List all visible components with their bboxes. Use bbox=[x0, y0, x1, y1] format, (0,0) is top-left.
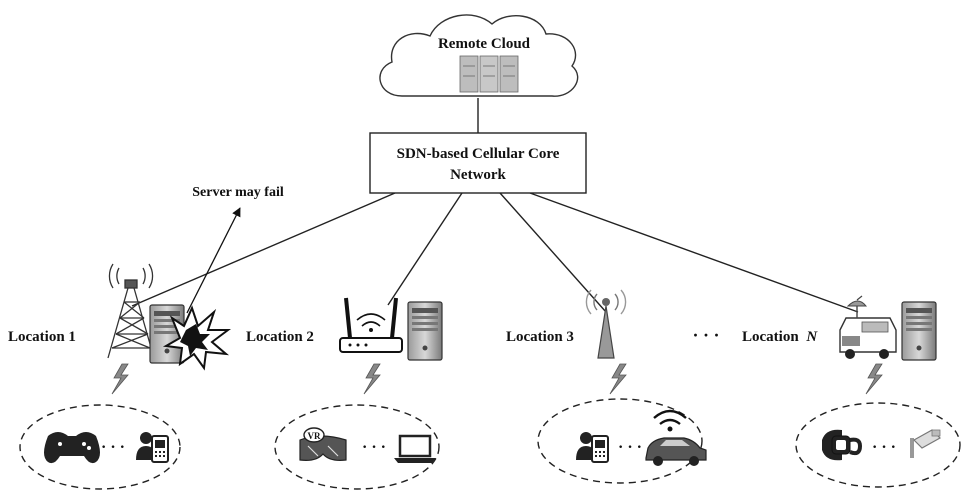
cloud-shape bbox=[379, 14, 579, 97]
location-n-label-text: Location bbox=[742, 329, 799, 345]
satellite-van-icon bbox=[839, 295, 897, 359]
server-failure-annotation: Server may fail bbox=[186, 185, 284, 314]
vr-headset-icon: VR bbox=[299, 427, 347, 461]
server-may-fail-label: Server may fail bbox=[192, 185, 284, 200]
network-links bbox=[131, 98, 859, 313]
edge-server-n-icon bbox=[901, 301, 937, 361]
location-2: Location 2 VR · · · bbox=[246, 297, 443, 490]
failure-burst-icon bbox=[162, 305, 231, 371]
more-locations-ellipsis: · · · bbox=[692, 325, 719, 345]
wireless-link-n-icon bbox=[865, 363, 883, 395]
core-to-location-3-link bbox=[499, 192, 607, 313]
wireless-link-1-icon bbox=[111, 363, 129, 395]
core-to-location-1-link bbox=[131, 192, 396, 307]
core-to-location-2-link bbox=[387, 192, 463, 306]
location-3: Location 3 · · · bbox=[506, 289, 707, 484]
device-ellipsis-2: · · · bbox=[362, 439, 386, 456]
wireless-link-3-icon bbox=[609, 363, 627, 395]
device-group-2 bbox=[274, 404, 440, 490]
location-n: Location N · · · bbox=[742, 295, 961, 488]
remote-cloud: Remote Cloud bbox=[379, 14, 579, 97]
cloud-server-rack-icon bbox=[459, 55, 519, 93]
device-ellipsis-n: · · · bbox=[872, 439, 896, 456]
vr-badge: VR bbox=[308, 431, 321, 441]
device-ellipsis-3: · · · bbox=[618, 439, 642, 456]
wifi-signal-icon bbox=[653, 409, 687, 432]
core-to-location-n-link bbox=[529, 192, 859, 313]
security-camera-icon bbox=[910, 429, 941, 458]
cloud-label: Remote Cloud bbox=[438, 36, 531, 52]
laptop-icon bbox=[394, 434, 436, 463]
edge-server-2-icon bbox=[407, 301, 443, 361]
connected-car-icon bbox=[645, 437, 707, 466]
wifi-router-icon bbox=[339, 297, 403, 353]
location-3-label: Location 3 bbox=[506, 329, 574, 345]
location-n-label-suffix: N bbox=[805, 329, 818, 345]
mobile-user-icon bbox=[575, 431, 609, 463]
device-group-n bbox=[795, 402, 961, 488]
small-cell-antenna-icon bbox=[585, 289, 627, 359]
location-2-label: Location 2 bbox=[246, 329, 314, 345]
location-n-label: Location N bbox=[742, 329, 818, 345]
game-controller-icon bbox=[44, 432, 100, 464]
core-network-box bbox=[369, 132, 587, 194]
mobile-user-icon bbox=[135, 431, 169, 463]
wireless-link-2-icon bbox=[363, 363, 381, 395]
core-network-label-line1: SDN-based Cellular Core bbox=[397, 146, 560, 162]
device-ellipsis-1: · · · bbox=[101, 439, 125, 456]
device-group-3 bbox=[537, 398, 703, 484]
device-group-1 bbox=[19, 404, 181, 490]
location-1-label: Location 1 bbox=[8, 329, 76, 345]
location-1: Location 1 bbox=[8, 263, 231, 490]
smart-watch-icon bbox=[822, 429, 863, 461]
failure-arrow bbox=[186, 207, 241, 314]
core-network: SDN-based Cellular Core Network bbox=[369, 132, 587, 194]
core-network-label-line2: Network bbox=[450, 167, 506, 183]
cell-tower-icon bbox=[107, 263, 155, 359]
